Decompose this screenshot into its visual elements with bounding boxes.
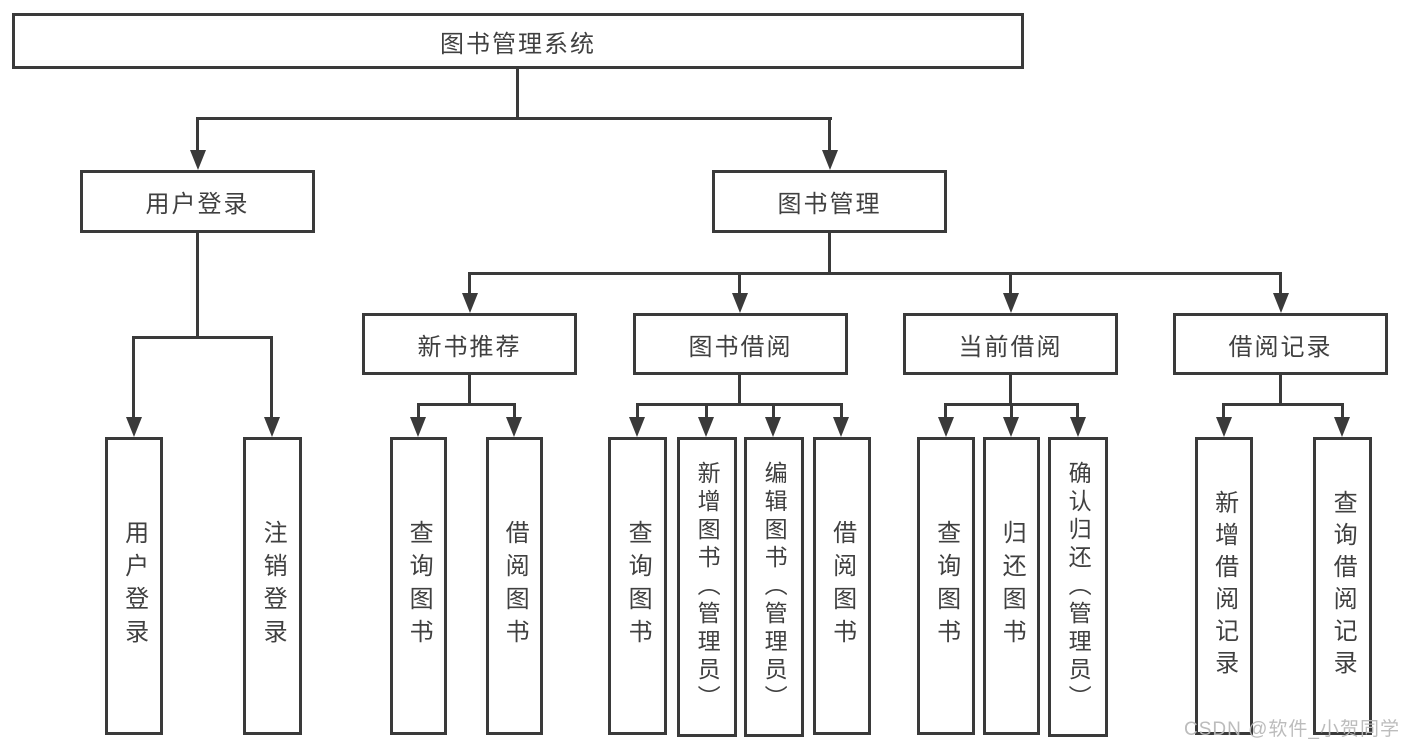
leaf-query-book: 查询图书 [608, 437, 667, 735]
arrowhead [833, 417, 849, 437]
arrowhead [765, 417, 781, 437]
connector-line [944, 403, 947, 421]
arrowhead [1273, 293, 1289, 313]
arrowhead [629, 417, 645, 437]
connector-line [132, 336, 273, 339]
connector-line [468, 272, 1281, 275]
leaf-borrow-book: 借阅图书 [813, 437, 871, 735]
connector-line [196, 117, 832, 120]
connector-line [132, 336, 135, 421]
leaf-return-book: 归还图书 [983, 437, 1040, 735]
connector-line [636, 403, 639, 421]
connector-line [1279, 272, 1282, 297]
node-current-borrow: 当前借阅 [903, 313, 1118, 375]
node-user-login: 用户登录 [80, 170, 315, 233]
leaf-query-book: 查询图书 [390, 437, 447, 735]
connector-line [417, 403, 516, 406]
node-root: 图书管理系统 [12, 13, 1024, 69]
node-book-borrow: 图书借阅 [633, 313, 848, 375]
arrowhead [462, 293, 478, 313]
arrowhead [410, 417, 426, 437]
connector-line [738, 375, 741, 405]
connector-line [1222, 403, 1225, 421]
leaf-add-book-admin: 新增图书（管理员） [677, 437, 737, 737]
arrowhead [264, 417, 280, 437]
arrowhead [732, 293, 748, 313]
connector-line [1222, 403, 1343, 406]
arrowhead [1070, 417, 1086, 437]
node-borrow-records: 借阅记录 [1173, 313, 1388, 375]
leaf-edit-book-admin: 编辑图书（管理员） [744, 437, 804, 737]
connector-line [513, 403, 516, 421]
connector-line [1010, 403, 1013, 421]
leaf-borrow-book: 借阅图书 [486, 437, 543, 735]
node-new-book-recommend: 新书推荐 [362, 313, 577, 375]
node-book-management: 图书管理 [712, 170, 947, 233]
leaf-add-borrow-record: 新增借阅记录 [1195, 437, 1253, 735]
connector-line [1341, 403, 1344, 421]
leaf-user-login: 用户登录 [105, 437, 163, 735]
connector-line [270, 336, 273, 421]
arrowhead [938, 417, 954, 437]
arrowhead [1003, 417, 1019, 437]
arrowhead [190, 150, 206, 170]
connector-line [417, 403, 420, 421]
arrowhead [126, 417, 142, 437]
csdn-watermark: CSDN @软件_小贺同学 [1184, 719, 1400, 740]
connector-line [1076, 403, 1079, 421]
leaf-logout: 注销登录 [243, 437, 302, 735]
connector-line [1009, 375, 1012, 405]
arrowhead [1003, 293, 1019, 313]
connector-line [196, 117, 199, 155]
connector-line [705, 403, 708, 421]
connector-line [636, 403, 843, 406]
connector-line [468, 375, 471, 405]
leaf-confirm-return-admin: 确认归还（管理员） [1048, 437, 1108, 737]
arrowhead [1334, 417, 1350, 437]
connector-line [840, 403, 843, 421]
connector-line [468, 272, 471, 297]
arrowhead [506, 417, 522, 437]
connector-line [1279, 375, 1282, 405]
connector-line [828, 117, 831, 155]
arrowhead [822, 150, 838, 170]
leaf-query-borrow-record: 查询借阅记录 [1313, 437, 1372, 735]
connector-line [828, 233, 831, 272]
connector-line [516, 69, 519, 117]
leaf-query-book: 查询图书 [917, 437, 975, 735]
connector-line [738, 272, 741, 297]
arrowhead [698, 417, 714, 437]
connector-line [196, 233, 199, 336]
arrowhead [1216, 417, 1232, 437]
connector-line [772, 403, 775, 421]
connector-line [1009, 272, 1012, 297]
